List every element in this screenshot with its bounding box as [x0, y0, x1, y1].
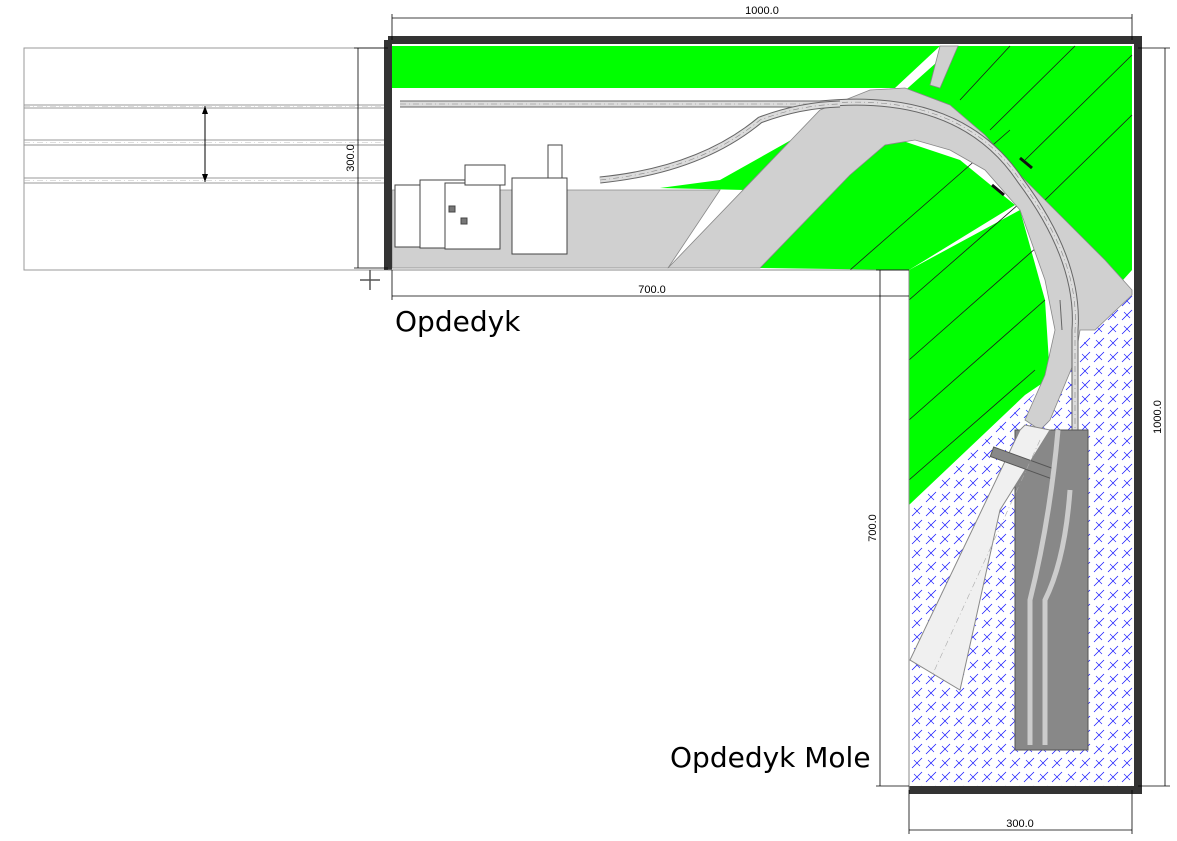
- dimension-lines: [354, 14, 1170, 834]
- station-label: Opdedyk: [395, 305, 521, 338]
- buildings: [394, 144, 568, 255]
- board-inner-edge: [388, 269, 910, 790]
- dim-inner-height: 700.0: [867, 514, 879, 542]
- main-track: [400, 98, 1079, 700]
- mole-pier: [909, 424, 1089, 751]
- dim-left-depth: 300.0: [345, 144, 357, 172]
- dim-bottom-width: 300.0: [1006, 818, 1034, 830]
- origin-marker: [360, 270, 380, 290]
- board-frame: [388, 36, 1142, 794]
- dim-top-width: 1000.0: [745, 5, 779, 17]
- dim-inner-length: 700.0: [638, 284, 666, 296]
- harbour-label: Opdedyk Mole: [670, 741, 871, 774]
- dim-right-height: 1000.0: [1152, 400, 1164, 434]
